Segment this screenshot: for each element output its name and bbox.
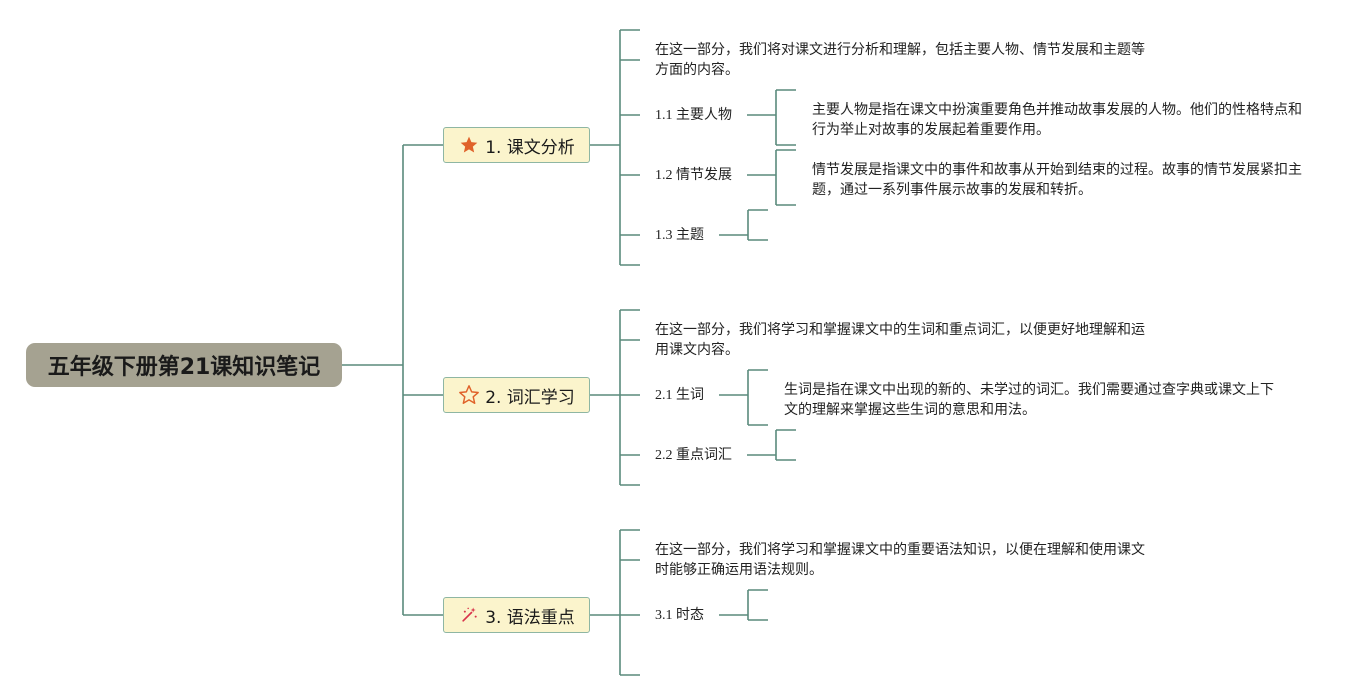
subtopic-node[interactable]: 1.3 主题	[655, 228, 704, 243]
sub-2-2-connector	[747, 429, 796, 461]
root-title: 五年级下册第21课知识笔记	[47, 355, 321, 380]
topic3-connector	[590, 529, 640, 676]
star-outline-icon	[458, 384, 480, 406]
topic2-connector	[590, 309, 640, 486]
subtopic-node[interactable]: 1.1 主要人物	[655, 108, 732, 123]
sub-1-3-connector	[719, 209, 768, 241]
topic-node-course-analysis[interactable]: 1. 课文分析	[443, 127, 590, 163]
topic-label: 1. 课文分析	[485, 137, 575, 158]
topic-intro-text: 在这一部分，我们将学习和掌握课文中的重要语法知识，以便在理解和使用课文 时能够正…	[655, 543, 1145, 578]
magic-wand-icon	[458, 604, 480, 626]
sub-2-1-connector	[719, 369, 768, 426]
subtopic-note-text: 情节发展是指课文中的事件和故事从开始到结束的过程。故事的情节发展紧扣主 题，通过…	[812, 163, 1302, 198]
root-node[interactable]: 五年级下册第21课知识笔记	[26, 343, 342, 387]
star-filled-icon	[458, 134, 480, 156]
subtopic-node[interactable]: 1.2 情节发展	[655, 168, 732, 183]
subtopic-note-text: 主要人物是指在课文中扮演重要角色并推动故事发展的人物。他们的性格特点和 行为举止…	[812, 103, 1302, 138]
sub-1-1-connector	[747, 89, 796, 146]
sub-3-1-connector	[719, 589, 768, 621]
subtopic-node[interactable]: 3.1 时态	[655, 608, 704, 623]
topic-intro-text: 在这一部分，我们将学习和掌握课文中的生词和重点词汇，以便更好地理解和运 用课文内…	[655, 323, 1145, 358]
topic-label: 3. 语法重点	[485, 607, 575, 628]
root-connector	[342, 144, 443, 616]
subtopic-node[interactable]: 2.2 重点词汇	[655, 448, 732, 463]
topic-label: 2. 词汇学习	[485, 387, 575, 408]
topic-node-grammar[interactable]: 3. 语法重点	[443, 597, 590, 633]
topic-intro-text: 在这一部分，我们将对课文进行分析和理解，包括主要人物、情节发展和主题等 方面的内…	[655, 43, 1145, 78]
topic1-connector	[590, 29, 640, 266]
subtopic-note-text: 生词是指在课文中出现的新的、未学过的词汇。我们需要通过查字典或课文上下 文的理解…	[784, 383, 1274, 418]
sub-1-2-connector	[747, 149, 796, 206]
topic-node-vocabulary[interactable]: 2. 词汇学习	[443, 377, 590, 413]
subtopic-node[interactable]: 2.1 生词	[655, 388, 704, 403]
